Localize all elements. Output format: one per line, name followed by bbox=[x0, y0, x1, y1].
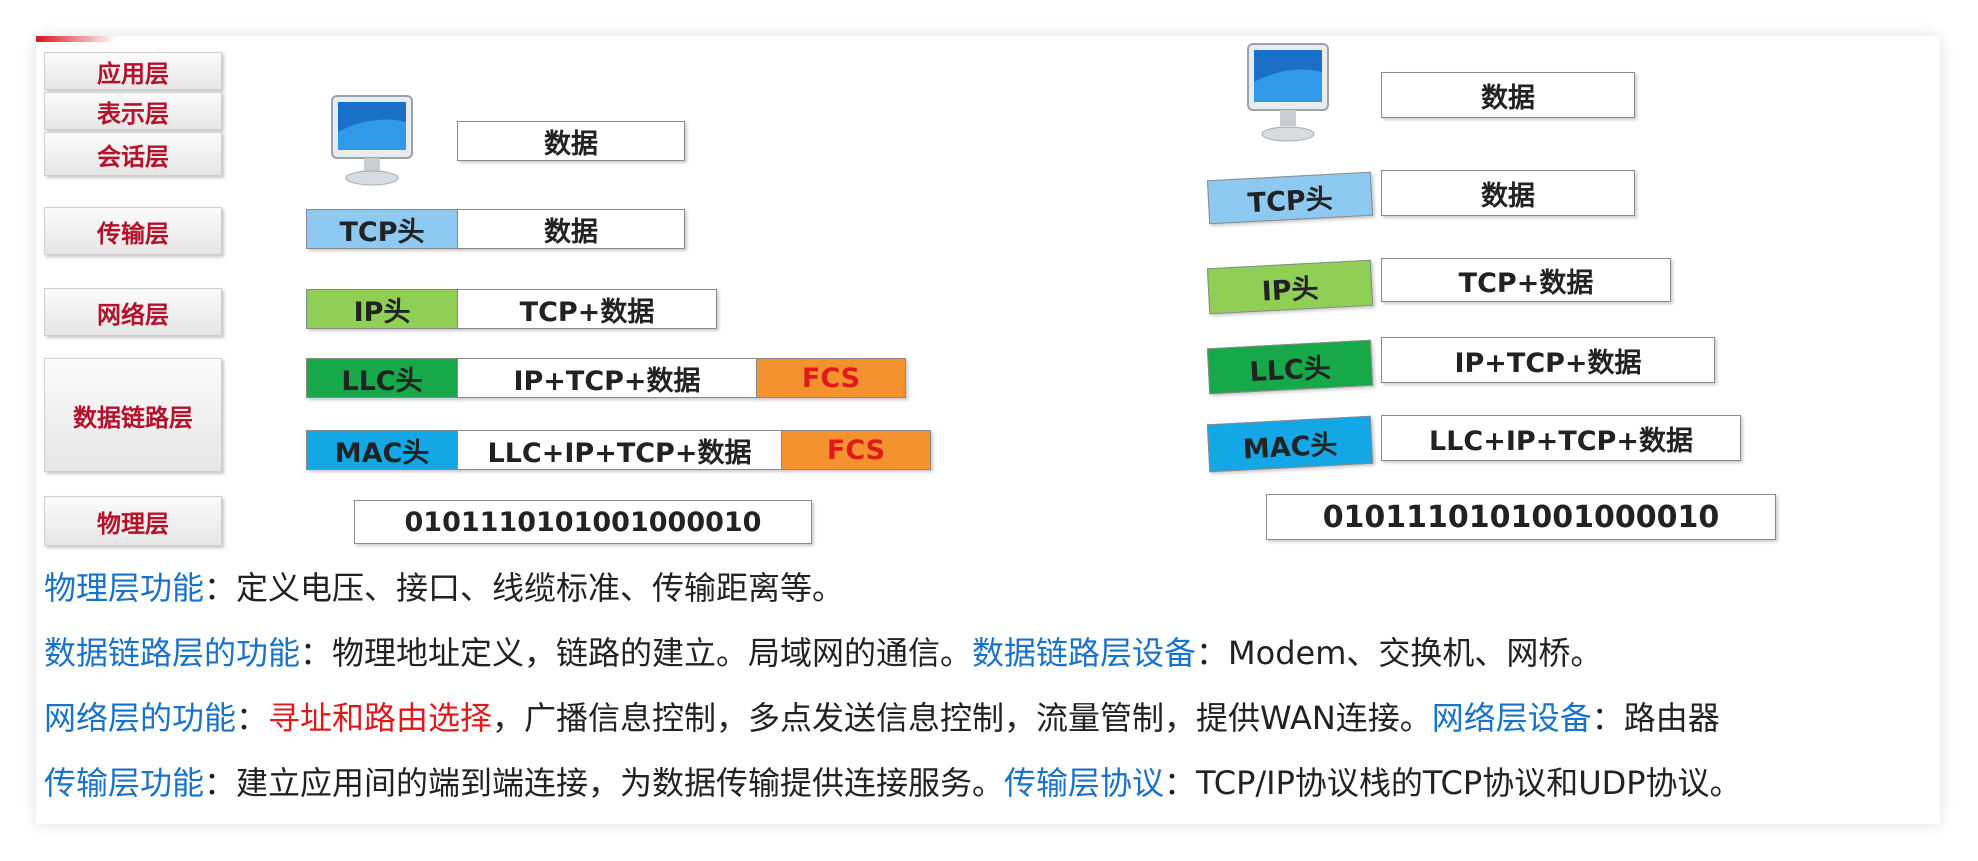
layer-datalink: 数据链路层 bbox=[44, 358, 222, 472]
note-network-label: 网络层的功能 bbox=[44, 699, 237, 737]
encap-llc-ip-tcp-data: LLC+IP+TCP+数据 bbox=[457, 430, 782, 470]
note-datalink-text: ：物理地址定义，链路的建立。局域网的通信。 bbox=[300, 634, 973, 672]
note-transport-protocol-text: ：TCP/IP协议栈的TCP协议和UDP协议。 bbox=[1164, 764, 1742, 802]
receiver-computer-icon bbox=[1247, 43, 1329, 142]
encap-transport-data: 数据 bbox=[457, 209, 685, 249]
sender-computer-icon bbox=[331, 95, 413, 186]
decap-tcp-head: TCP头 bbox=[1206, 171, 1374, 225]
layer-presentation: 表示层 bbox=[44, 92, 222, 130]
encap-llc-head: LLC头 bbox=[306, 358, 458, 398]
red-accent-bar bbox=[36, 36, 116, 42]
encap-data: 数据 bbox=[457, 121, 685, 161]
decap-llc-head: LLC头 bbox=[1206, 339, 1374, 395]
layer-physical: 物理层 bbox=[44, 496, 222, 546]
note-datalink-device-text: ：Modem、交换机、网桥。 bbox=[1196, 634, 1603, 672]
note-transport-text: ：建立应用间的端到端连接，为数据传输提供连接服务。 bbox=[204, 764, 1005, 802]
decap-ip-head: IP头 bbox=[1206, 259, 1374, 315]
note-network-device-label: 网络层设备 bbox=[1431, 699, 1592, 737]
note-network: 网络层的功能：寻址和路由选择，广播信息控制，多点发送信息控制，流量管制，提供WA… bbox=[44, 698, 1720, 738]
encap-mac-head: MAC头 bbox=[306, 430, 458, 470]
layer-transport: 传输层 bbox=[44, 207, 222, 255]
encap-ip-tcp-data: IP+TCP+数据 bbox=[457, 358, 757, 398]
decap-mac-head: MAC头 bbox=[1206, 415, 1374, 473]
note-datalink-device-label: 数据链路层设备 bbox=[972, 634, 1197, 672]
encap-ip-head: IP头 bbox=[306, 289, 458, 329]
note-network-device-text: ：路由器 bbox=[1591, 699, 1720, 737]
note-datalink-label: 数据链路层的功能 bbox=[44, 634, 301, 672]
note-network-text: ，广播信息控制，多点发送信息控制，流量管制，提供WAN连接。 bbox=[492, 699, 1432, 737]
encap-fcs-2: FCS bbox=[781, 430, 931, 470]
note-physical-label: 物理层功能 bbox=[44, 569, 205, 607]
decap-data: 数据 bbox=[1381, 170, 1635, 216]
note-transport-label: 传输层功能 bbox=[44, 764, 205, 802]
layer-session: 会话层 bbox=[44, 132, 222, 176]
layer-application: 应用层 bbox=[44, 52, 222, 90]
note-transport: 传输层功能：建立应用间的端到端连接，为数据传输提供连接服务。传输层协议：TCP/… bbox=[44, 763, 1742, 803]
layer-network: 网络层 bbox=[44, 288, 222, 336]
decap-data-top: 数据 bbox=[1381, 72, 1635, 118]
encap-tcp-head: TCP头 bbox=[306, 209, 458, 249]
encap-bits: 0101110101001000010 bbox=[354, 500, 812, 544]
encap-fcs-1: FCS bbox=[756, 358, 906, 398]
note-physical-text: ：定义电压、接口、线缆标准、传输距离等。 bbox=[204, 569, 845, 607]
note-datalink: 数据链路层的功能：物理地址定义，链路的建立。局域网的通信。数据链路层设备：Mod… bbox=[44, 633, 1602, 673]
decap-bits: 0101110101001000010 bbox=[1266, 494, 1776, 540]
decap-ip-tcp-data: IP+TCP+数据 bbox=[1381, 337, 1715, 383]
decap-tcp-data: TCP+数据 bbox=[1381, 258, 1671, 302]
note-transport-protocol-label: 传输层协议 bbox=[1004, 764, 1165, 802]
note-physical: 物理层功能：定义电压、接口、线缆标准、传输距离等。 bbox=[44, 568, 844, 608]
note-network-sep: ： bbox=[236, 699, 269, 737]
encap-tcp-data: TCP+数据 bbox=[457, 289, 717, 329]
note-network-highlight: 寻址和路由选择 bbox=[268, 699, 493, 737]
decap-llc-ip-tcp-data: LLC+IP+TCP+数据 bbox=[1381, 415, 1741, 461]
